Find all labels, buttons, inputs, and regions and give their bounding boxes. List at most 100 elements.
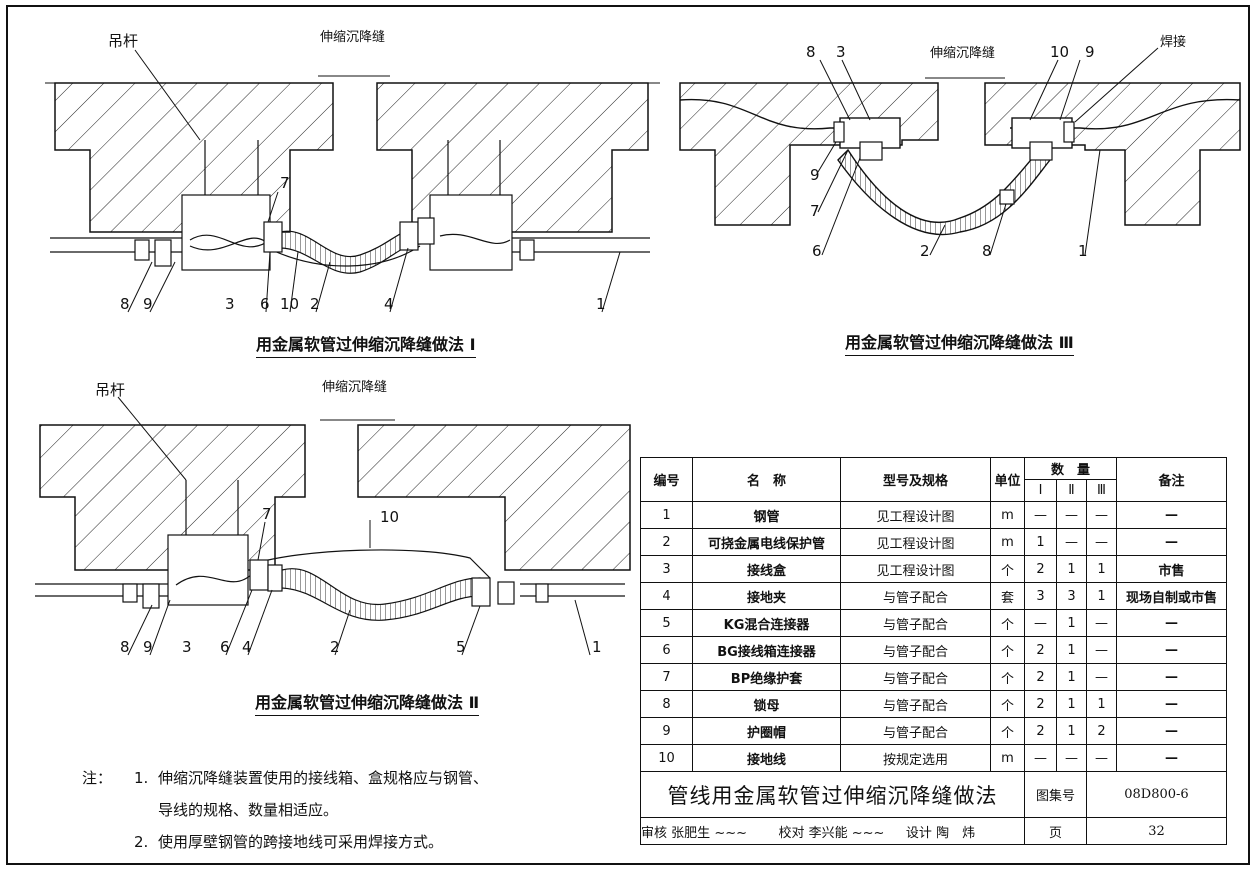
bom-cell-q3: — xyxy=(1086,609,1117,637)
bom-cell-q1: — xyxy=(1024,501,1057,529)
bom-cell-spec: 见工程设计图 xyxy=(840,555,991,583)
note-2-text: 使用厚壁钢管的跨接地线可采用焊接方式。 xyxy=(158,833,444,851)
drawing-sheet xyxy=(6,5,1250,865)
bom-cell-unit: 套 xyxy=(990,582,1025,610)
bom-cell-name: 可挠金属电线保护管 xyxy=(692,528,841,556)
bom-cell-no: 7 xyxy=(640,663,693,691)
callout-2-5: 5 xyxy=(456,638,466,656)
bom-cell-q3: 1 xyxy=(1086,582,1117,610)
bom-cell-q2: 1 xyxy=(1056,609,1087,637)
diagram-2-fittings xyxy=(122,559,549,609)
bom-cell-no: 10 xyxy=(640,744,693,772)
bom-cell-q2: 1 xyxy=(1056,717,1087,745)
diagram-3-slab xyxy=(679,82,1241,226)
callout-2-1: 1 xyxy=(592,638,602,656)
bom-cell-remark: — xyxy=(1116,609,1227,637)
hanger-label-2: 吊杆 xyxy=(95,381,126,399)
joint-label-2: 伸缩沉降缝 xyxy=(322,380,388,395)
bom-cell-remark: — xyxy=(1116,636,1227,664)
bom-cell-name: KG混合连接器 xyxy=(692,609,841,637)
callout-1-3: 3 xyxy=(225,295,235,313)
bom-cell-spec: 与管子配合 xyxy=(840,609,991,637)
atlas-label: 图集号 xyxy=(1024,771,1087,818)
bom-cell-no: 8 xyxy=(640,690,693,718)
bom-cell-spec: 与管子配合 xyxy=(840,582,991,610)
callout-3-8: 8 xyxy=(982,242,992,260)
callout-3-10: 10 xyxy=(1050,43,1070,61)
bom-cell-name: 接地夹 xyxy=(692,582,841,610)
bom-cell-name: 接地线 xyxy=(692,744,841,772)
bom-cell-remark: 现场自制或市售 xyxy=(1116,582,1227,610)
bom-cell-q2: — xyxy=(1056,528,1087,556)
page-no: 32 xyxy=(1086,817,1227,845)
bom-cell-name: 接线盒 xyxy=(692,555,841,583)
callout-2-10: 10 xyxy=(380,508,400,526)
bom-cell-no: 4 xyxy=(640,582,693,610)
callout-3-3: 3 xyxy=(836,43,846,61)
bom-cell-unit: 个 xyxy=(990,636,1025,664)
bom-cell-q1: 2 xyxy=(1024,663,1057,691)
hdr-name: 名 称 xyxy=(692,457,841,502)
bom-cell-remark: — xyxy=(1116,717,1227,745)
bom-cell-unit: 个 xyxy=(990,663,1025,691)
bom-cell-q2: — xyxy=(1056,501,1087,529)
reviewer: 张肥生 xyxy=(671,825,711,841)
callout-2-4: 4 xyxy=(242,638,252,656)
bom-cell-name: 锁母 xyxy=(692,690,841,718)
caption-2: 用金属软管过伸缩沉降缝做法 Ⅱ xyxy=(255,689,480,716)
bom-cell-q2: 1 xyxy=(1056,690,1087,718)
bom-cell-unit: m xyxy=(990,744,1025,772)
bom-cell-remark: 市售 xyxy=(1116,555,1227,583)
note-2-num: 2. xyxy=(134,833,149,851)
hdr-q3: Ⅲ xyxy=(1086,479,1117,502)
bom-cell-q1: 1 xyxy=(1024,528,1057,556)
bom-cell-q1: 3 xyxy=(1024,582,1057,610)
callout-1-4: 4 xyxy=(384,295,394,313)
hdr-q2: Ⅱ xyxy=(1056,479,1087,502)
page-label: 页 xyxy=(1024,817,1087,845)
review-label: 审核 xyxy=(641,825,668,841)
checker-signature: ~~~ xyxy=(851,825,885,841)
bom-cell-q2: 3 xyxy=(1056,582,1087,610)
designer: 陶 炜 xyxy=(936,825,976,841)
callout-2-2: 2 xyxy=(330,638,340,656)
sheet-title: 管线用金属软管过伸缩沉降缝做法 xyxy=(640,771,1025,818)
check-label: 校对 xyxy=(778,825,805,841)
notes: 注：1.伸缩沉降缝装置使用的接线箱、盒规格应与钢管、 导线的规格、数量相适应。 … xyxy=(82,762,488,858)
bom-cell-name: BP绝缘护套 xyxy=(692,663,841,691)
bom-cell-q3: 1 xyxy=(1086,555,1117,583)
bom-cell-q3: — xyxy=(1086,663,1117,691)
caption-1: 用金属软管过伸缩沉降缝做法 Ⅰ xyxy=(256,331,476,358)
hanger-label-1: 吊杆 xyxy=(108,32,139,50)
callout-3-9-top: 9 xyxy=(1085,43,1095,61)
bom-cell-q2: — xyxy=(1056,744,1087,772)
joint-label-3: 伸缩沉降缝 xyxy=(930,46,996,61)
callout-2-6: 6 xyxy=(220,638,230,656)
notes-head: 注： xyxy=(82,769,113,787)
bom-cell-name: 护圈帽 xyxy=(692,717,841,745)
bom-cell-q1: — xyxy=(1024,744,1057,772)
bom-cell-no: 5 xyxy=(640,609,693,637)
hdr-qty: 数 量 xyxy=(1024,457,1117,480)
bom-cell-name: BG接线箱连接器 xyxy=(692,636,841,664)
note-1-text: 伸缩沉降缝装置使用的接线箱、盒规格应与钢管、 xyxy=(158,769,489,787)
callout-2-9: 9 xyxy=(143,638,153,656)
bom-cell-no: 3 xyxy=(640,555,693,583)
bom-cell-unit: m xyxy=(990,528,1025,556)
callout-1-8: 8 xyxy=(120,295,130,313)
callout-1-10: 10 xyxy=(280,295,300,313)
weld-label: 焊接 xyxy=(1160,35,1187,50)
bom-cell-spec: 按规定选用 xyxy=(840,744,991,772)
callout-1-1: 1 xyxy=(596,295,606,313)
bom-cell-spec: 与管子配合 xyxy=(840,636,991,664)
bom-cell-q3: 1 xyxy=(1086,690,1117,718)
bom-cell-q2: 1 xyxy=(1056,663,1087,691)
